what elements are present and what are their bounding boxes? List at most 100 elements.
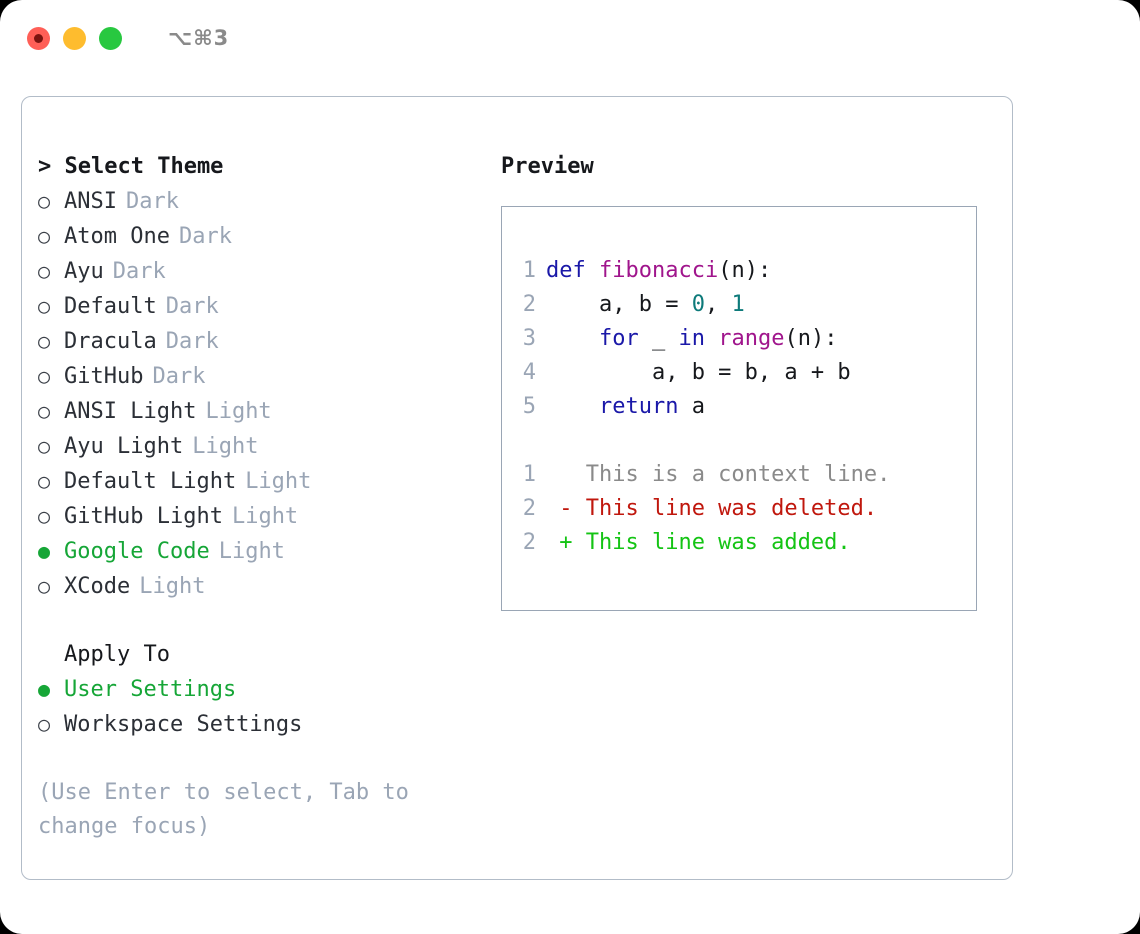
hint-spacer [38,742,487,776]
radio-unselected-icon[interactable]: ○ [38,224,51,248]
line-number: 4 [522,360,536,385]
code-token-var: _ [638,326,679,351]
radio-unselected-icon[interactable]: ○ [38,329,51,353]
theme-option-variant: Dark [178,224,232,249]
minimize-button[interactable] [63,26,86,50]
code-line: 1 def fibonacci(n): [502,254,976,288]
radio-unselected-icon[interactable]: ○ [38,574,51,598]
theme-option-github-light[interactable]: ○ GitHub Light Light [38,499,487,534]
code-token-var: a, b = b, a + b [546,360,851,385]
traffic-lights [27,26,122,50]
theme-option-variant: Dark [152,364,206,389]
theme-option-google-code[interactable]: ● Google Code Light [38,534,487,569]
line-number: 1 [522,462,536,487]
apply-to-option-user-settings[interactable]: ● User Settings [38,672,487,707]
diff-line: 2 + This line was added. [502,526,976,560]
radio-unselected-icon[interactable]: ○ [38,469,51,493]
theme-option-variant: Dark [112,259,166,284]
radio-selected-icon[interactable]: ● [38,539,51,563]
line-number: 3 [522,326,536,351]
radio-unselected-icon[interactable]: ○ [38,189,51,213]
theme-option-label: Google Code [64,539,210,564]
code-line-content: return a [546,390,705,424]
radio-unselected-icon[interactable]: ○ [38,364,51,388]
code-token-pun [586,258,599,283]
diff-sample: 1 This is a context line. 2 - This line w… [502,458,976,560]
code-token-pun: (n): [784,326,838,351]
code-diff-spacer [502,424,976,458]
theme-option-default-light[interactable]: ○ Default Light Light [38,464,487,499]
theme-option-xcode[interactable]: ○ XCode Light [38,569,487,604]
code-token-pun: (n): [718,258,772,283]
apply-to-header: Apply To [64,642,170,667]
line-number: 2 [522,292,536,317]
code-token-pun [546,326,599,351]
theme-option-ansi[interactable]: ○ ANSI Dark [38,184,487,219]
code-token-kw: in [678,326,705,351]
theme-option-label: GitHub [64,364,144,389]
code-token-pun [705,326,718,351]
line-number: 2 [522,496,536,521]
title-bar: ⌥⌘3 [0,0,1140,76]
radio-unselected-icon[interactable]: ○ [38,294,51,318]
apply-to-list[interactable]: ● User Settings ○ Workspace Settings [38,672,487,742]
code-line: 3 for _ in range(n): [502,322,976,356]
code-line: 5 return a [502,390,976,424]
theme-option-label: Default Light [64,469,237,494]
theme-option-variant: Light [218,539,285,564]
theme-option-variant: Dark [125,189,179,214]
code-line-content: a, b = b, a + b [546,356,851,390]
theme-option-label: Atom One [64,224,170,249]
theme-option-variant: Light [192,434,259,459]
diff-line-content: This is a context line. [546,462,891,487]
radio-unselected-icon[interactable]: ○ [38,399,51,423]
theme-option-variant: Light [231,504,299,529]
apply-to-option-label: User Settings [64,677,237,702]
code-token-fn: fibonacci [599,258,719,283]
select-theme-header: > Select Theme [38,154,224,179]
theme-option-label: ANSI Light [64,399,197,424]
code-line-content: a, b = 0, 1 [546,288,745,322]
code-token-kw: for [598,326,639,351]
diff-line: 1 This is a context line. [502,458,976,492]
radio-unselected-icon[interactable]: ○ [38,504,51,528]
radio-selected-icon[interactable]: ● [38,677,51,701]
apply-to-option-workspace-settings[interactable]: ○ Workspace Settings [38,707,487,742]
theme-option-label: ANSI [64,189,117,214]
theme-option-label: GitHub Light [64,504,223,529]
code-token-pun [546,394,599,419]
theme-option-variant: Light [245,469,312,494]
close-button[interactable] [27,26,50,50]
theme-option-label: XCode [64,574,131,599]
code-token-var: a, b = [546,292,692,317]
code-token-num: 1 [731,292,745,317]
line-number: 2 [522,530,536,555]
radio-unselected-icon[interactable]: ○ [38,259,51,283]
apply-to-option-label: Workspace Settings [64,712,303,737]
radio-unselected-icon[interactable]: ○ [38,712,51,736]
code-line-content: for _ in range(n): [546,322,837,356]
theme-option-atom-one[interactable]: ○ Atom One Dark [38,219,487,254]
diff-line-content: - This line was deleted. [546,496,878,521]
theme-option-variant: Light [139,574,206,599]
code-line-content: def fibonacci(n): [546,254,771,288]
maximize-button[interactable] [99,26,122,50]
line-number: 1 [522,258,536,283]
theme-option-github[interactable]: ○ GitHub Dark [38,359,487,394]
radio-unselected-icon[interactable]: ○ [38,434,51,458]
code-token-fn: range [718,326,785,351]
section-spacer [38,604,487,638]
theme-option-label: Default [64,294,157,319]
code-token-kw: return [598,394,679,419]
